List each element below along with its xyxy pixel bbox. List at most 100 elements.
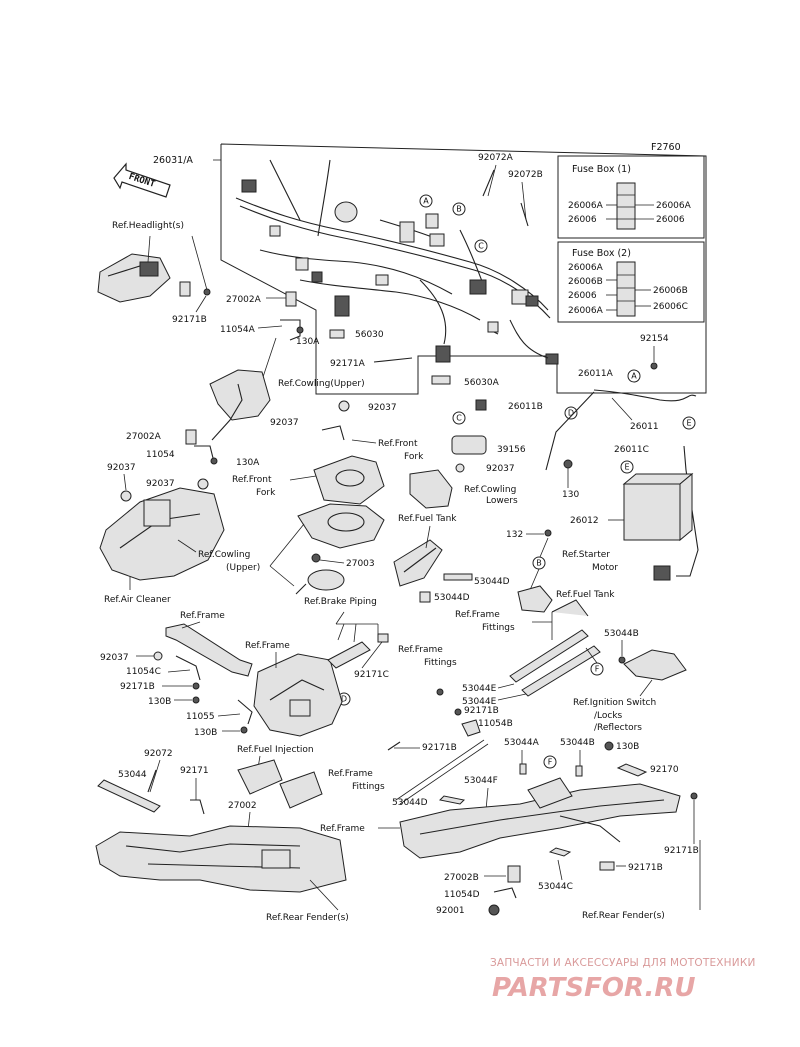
label-ref-starter-motor: Ref.Starter [562,550,610,560]
label-11055: 11055 [186,712,215,722]
callout-F2: F [543,755,557,769]
label-92171C: 92171C [354,670,389,680]
label-ref-front-fork-b: Ref.Front [232,475,272,485]
label-92037-c: 92037 [486,464,515,474]
label-92037-d: 92037 [107,463,136,473]
label-ref-frame-a: Ref.Frame [180,611,225,621]
svg-text:D: D [341,695,347,704]
callout-E2: E [620,460,634,474]
strip-group-53044E: 53044E 53044E [462,629,601,707]
label-ref-brake-piping: Ref.Brake Piping [304,597,377,607]
label-53044D-a: 53044D [474,577,510,587]
watermark-tagline: ЗАПЧАСТИ И АКСЕССУАРЫ ДЛЯ МОТОТЕХНИКИ [490,957,756,969]
callout-B2: B [532,556,546,570]
label-ref-fuel-injection: Ref.Fuel Injection [237,745,314,755]
svg-text:B: B [536,559,542,568]
watermark: ЗАПЧАСТИ И АКСЕССУАРЫ ДЛЯ МОТОТЕХНИКИ PA… [490,957,756,1003]
label-ref-ignition2: /Locks [594,711,623,721]
label-53044B-b: 53044B [560,738,595,748]
fuse2-right-0: 26006B [653,286,688,296]
callout-C1: C [474,239,488,253]
label-26012: 26012 [570,516,599,526]
label-11054B: 11054B [478,719,513,729]
callout-A2: A [627,369,641,383]
label-ref-front-fork-b2: Fork [256,488,276,498]
label-130B-a: 130B [148,697,171,707]
label-ref-fuel-tank-b: Ref.Fuel Tank [556,590,615,600]
label-ref-cowling-upper-b2: (Upper) [226,563,260,573]
label-ref-frame-b: Ref.Frame [245,641,290,651]
svg-text:C: C [478,242,484,251]
watermark-logo: PARTSFOR.RU [492,973,695,1003]
label-ref-frame-fittings-a: Ref.Frame [455,610,500,620]
label-92171A: 92171A [330,359,366,369]
label-ref-rear-fender-a: Ref.Rear Fender(s) [266,913,349,923]
svg-text:F: F [595,665,600,674]
front-fork-group: 92037 92037 Ref.Front Fork 92037 Ref.Cow… [232,400,518,509]
label-27003: 27003 [346,559,375,569]
label-ref-frame-c: Ref.Frame [320,824,365,834]
label-92171B-c: 92171B [464,706,499,716]
label-26011B: 26011B [508,402,543,412]
label-92072: 92072 [144,749,173,759]
label-92171B-e: 92171B [664,846,699,856]
label-26031A: 26031/A [153,155,193,166]
svg-text:F: F [548,758,553,767]
label-ref-cowling-upper-b: Ref.Cowling [198,550,250,560]
label-39156: 39156 [497,445,526,455]
callout-E1: E [682,416,696,430]
svg-text:E: E [686,419,691,428]
label-ref-cowling-lowers2: Lowers [486,496,518,506]
label-92037-a: 92037 [368,403,397,413]
svg-text:B: B [456,205,462,214]
label-26011C: 26011C [614,445,649,455]
label-ref-ignition3: /Reflectors [594,723,642,733]
svg-text:A: A [423,197,429,206]
label-11054C: 11054C [126,667,161,677]
label-27002A-a: 27002A [226,295,262,305]
label-56030A: 56030A [464,378,500,388]
label-92001: 92001 [436,906,465,916]
label-92072A: 92072A [478,153,514,163]
label-92170: 92170 [650,765,679,775]
label-53044D-c: 53044D [392,798,428,808]
fuse1-left-0: 26006A [568,201,604,211]
fuse2-left-2: 26006 [568,291,597,301]
label-ref-air-cleaner: Ref.Air Cleaner [104,595,171,605]
label-92171B-d: 92171B [422,743,457,753]
label-92154: 92154 [640,334,669,344]
label-27002: 27002 [228,801,257,811]
callout-D1: D [564,406,578,420]
svg-text:D: D [568,409,574,418]
label-ref-frame-fittings-c: Ref.Frame [328,769,373,779]
label-ref-front-fork-a: Ref.Front [378,439,418,449]
label-26011: 26011 [630,422,659,432]
label-ref-rear-fender-b: Ref.Rear Fender(s) [582,911,665,921]
frame-left-group: Ref.Frame Ref.Frame 92037 11054C 92171B … [100,611,343,738]
svg-text:C: C [456,414,462,423]
label-26011A: 26011A [578,369,614,379]
frame-fittings-center: Ref.Frame Fittings 92171B 11054B 92171B … [387,645,679,805]
label-92037-b: 92037 [270,418,299,428]
fuse1-left-1: 26006 [568,215,597,225]
callout-F1: F [590,662,604,676]
rear-fender-left-group: 92072 53044 92171 Ref.Fuel Injection 270… [95,745,385,923]
brake-piping-clamps: 92171C [327,611,389,680]
label-130-c: 130 [562,490,579,500]
label-ref-front-fork-a2: Fork [404,452,424,462]
label-130B-b: 130B [194,728,217,738]
label-27002B: 27002B [444,873,479,883]
label-11054D: 11054D [444,890,480,900]
label-53044E-a: 53044E [462,684,497,694]
label-92171B-f: 92171B [628,863,663,873]
label-ref-fuel-tank-a: Ref.Fuel Tank [398,514,457,524]
label-92037-e: 92037 [146,479,175,489]
label-130A-a: 130A [296,337,320,347]
label-53044B-a: 53044B [604,629,639,639]
label-53044C: 53044C [538,882,573,892]
fuse-box-1-title: Fuse Box (1) [572,164,631,175]
label-92037-f: 92037 [100,653,129,663]
fuse2-left-1: 26006B [568,277,603,287]
fuse2-right-1: 26006C [653,302,688,312]
